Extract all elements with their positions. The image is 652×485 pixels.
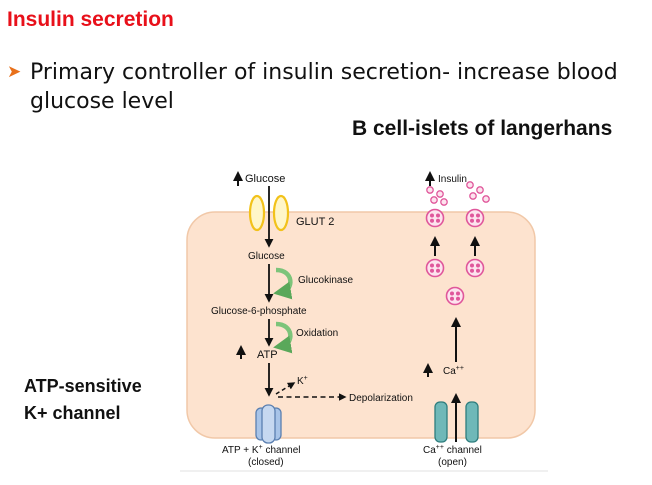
ca-ion-label: Ca++ bbox=[443, 365, 464, 377]
atp-k-channel bbox=[255, 404, 282, 444]
glucose-outside-label: Glucose bbox=[245, 173, 285, 185]
insulin-label: Insulin bbox=[438, 174, 467, 185]
g6p-label: Glucose-6-phosphate bbox=[211, 306, 307, 317]
atp-k-channel-state: (closed) bbox=[248, 457, 284, 468]
k-ion-symbol: K bbox=[297, 376, 304, 387]
glucose-inside-label: Glucose bbox=[248, 251, 285, 262]
glut2-left-half bbox=[248, 194, 266, 232]
beta-cell-body bbox=[186, 211, 536, 439]
glut2-label: GLUT 2 bbox=[296, 216, 334, 228]
ca-channel-charge: ++ bbox=[436, 444, 444, 451]
bullet-arrow-icon: ➤ bbox=[7, 62, 22, 82]
ca-channel-label: Ca++ channel bbox=[423, 444, 482, 456]
insulin-granule bbox=[425, 208, 445, 228]
depolarization-label: Depolarization bbox=[349, 393, 413, 404]
insulin-granule bbox=[445, 286, 465, 306]
slide-title: Insulin secretion bbox=[7, 8, 174, 31]
side-label-line2: K+ channel bbox=[24, 403, 121, 423]
k-ion-label: K+ bbox=[297, 375, 308, 387]
ca-channel-state: (open) bbox=[438, 457, 467, 468]
bullet-text: Primary controller of insulin secretion-… bbox=[30, 60, 618, 114]
ca-ion-symbol: Ca bbox=[443, 366, 456, 377]
bullet-point: ➤ Primary controller of insulin secretio… bbox=[7, 58, 647, 116]
glut2-right-half bbox=[272, 194, 290, 232]
insulin-granule bbox=[425, 258, 445, 278]
ca-channel bbox=[434, 401, 479, 443]
oxidation-step-icon bbox=[273, 321, 293, 354]
cell-heading: B cell-islets of langerhans bbox=[352, 117, 613, 140]
insulin-granule bbox=[465, 258, 485, 278]
k-efflux-arrow bbox=[275, 382, 296, 395]
atp-k-channel-text-end: channel bbox=[263, 445, 301, 456]
glucokinase-step-icon bbox=[273, 267, 293, 300]
ca-ion-charge: ++ bbox=[456, 365, 464, 372]
glucokinase-label: Glucokinase bbox=[298, 275, 353, 286]
insulin-granule bbox=[465, 208, 485, 228]
glut2-transporter: GLUT 2 bbox=[248, 194, 334, 232]
ca-channel-text: Ca bbox=[423, 445, 436, 456]
atp-channel-side-label: ATP-sensitive K+ channel bbox=[24, 373, 142, 427]
oxidation-label: Oxidation bbox=[296, 328, 338, 339]
atp-k-channel-text: ATP + K bbox=[222, 445, 259, 456]
atp-label: ATP bbox=[257, 349, 278, 361]
side-label-line1: ATP-sensitive bbox=[24, 376, 142, 396]
atp-k-channel-charge: + bbox=[259, 444, 263, 451]
atp-k-channel-label: ATP + K+ channel bbox=[222, 444, 301, 456]
glucose-outside: Glucose bbox=[233, 171, 285, 186]
k-ion-charge: + bbox=[304, 375, 308, 382]
released-insulin bbox=[426, 181, 490, 206]
ca-channel-text-end: channel bbox=[444, 445, 482, 456]
